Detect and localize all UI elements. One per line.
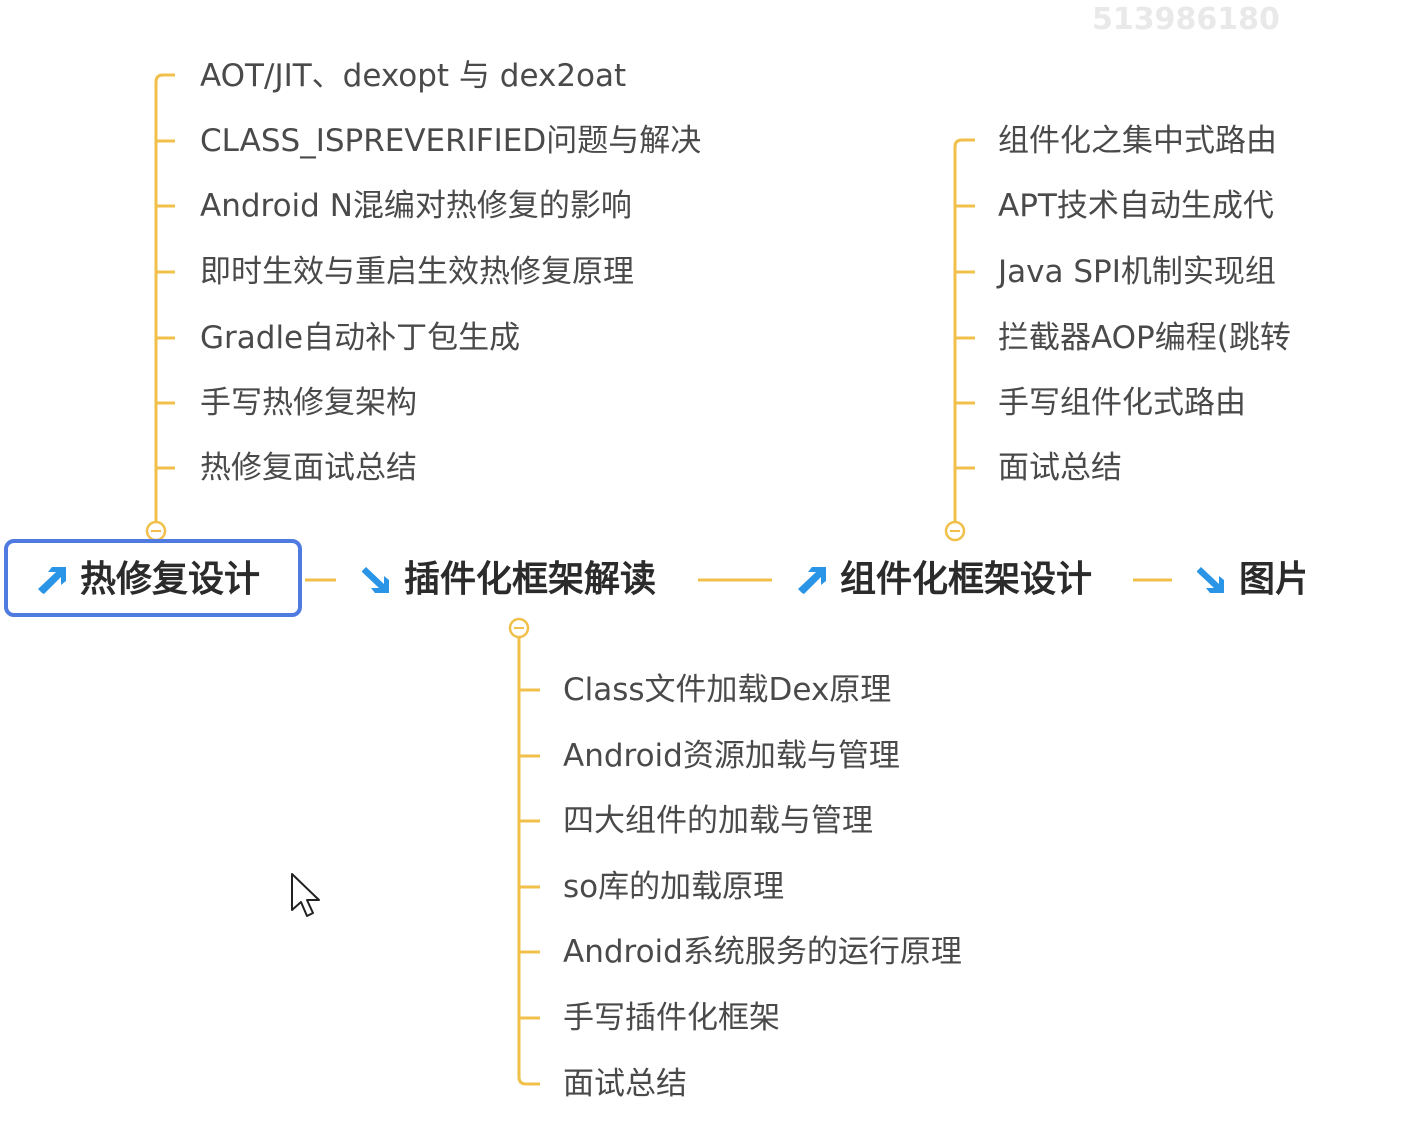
watermark: 513986180 [1092,2,1280,36]
topic-label: 图片 [1239,559,1305,600]
component-item[interactable]: APT技术自动生成代 [998,188,1274,224]
branch-lines [145,73,1172,1086]
topic-label: 热修复设计 [80,559,261,600]
topic-label: 插件化框架解读 [404,559,657,600]
plugin-item[interactable]: Android资源加载与管理 [563,738,900,774]
hotfix-item[interactable]: 手写热修复架构 [200,385,417,421]
plugin-item[interactable]: Class文件加载Dex原理 [563,672,892,708]
arrow-down-right-icon [362,567,389,593]
mindmap-canvas[interactable]: AOT/JIT、dexopt 与 dex2oat CLASS_ISPREVERI… [0,0,1305,1142]
arrow-up-right-icon [38,567,66,594]
component-item[interactable]: 组件化之集中式路由 [998,123,1277,159]
hotfix-item[interactable]: Gradle自动补丁包生成 [200,320,521,356]
hotfix-item[interactable]: AOT/JIT、dexopt 与 dex2oat [200,58,627,94]
mouse-cursor-icon [291,873,320,917]
hotfix-item[interactable]: CLASS_ISPREVERIFIED问题与解决 [200,123,702,159]
component-item[interactable]: Java SPI机制实现组 [998,254,1276,290]
plugin-item[interactable]: 四大组件的加载与管理 [563,803,873,839]
topic-hotfix[interactable]: 热修复设计 [36,557,260,603]
topic-plugin[interactable]: 插件化框架解读 [360,557,656,603]
hotfix-item[interactable]: 即时生效与重启生效热修复原理 [200,254,634,290]
topic-label: 组件化框架设计 [840,559,1093,600]
hotfix-item[interactable]: 热修复面试总结 [200,450,417,486]
component-item[interactable]: 拦截器AOP编程(跳转 [998,320,1291,356]
hotfix-item[interactable]: Android N混编对热修复的影响 [200,188,632,224]
component-item[interactable]: 面试总结 [998,450,1122,486]
component-item[interactable]: 手写组件化式路由 [998,385,1246,421]
arrow-down-right-icon [1197,567,1224,593]
plugin-item[interactable]: 面试总结 [563,1066,687,1102]
plugin-item[interactable]: Android系统服务的运行原理 [563,934,962,970]
topic-component[interactable]: 组件化框架设计 [796,557,1092,603]
arrow-up-right-icon [798,567,826,594]
selection-outline [4,539,302,617]
plugin-item[interactable]: 手写插件化框架 [563,1000,780,1036]
plugin-item[interactable]: so库的加载原理 [563,869,785,905]
topic-image[interactable]: 图片 [1195,557,1305,603]
